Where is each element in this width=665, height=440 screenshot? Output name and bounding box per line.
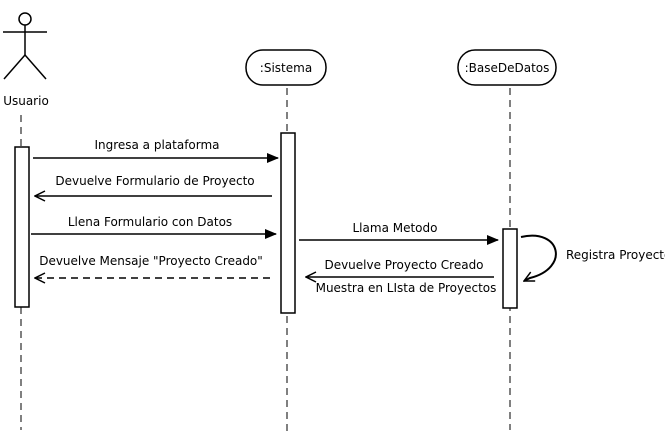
actor-head — [18, 12, 32, 26]
sistema-participant: :Sistema — [245, 49, 327, 86]
usuario-actor: Usuario — [3, 12, 49, 108]
devuelve-mensaje-label: Devuelve Mensaje "Proyecto Creado" — [39, 254, 263, 268]
actor-label-usuario: Usuario — [3, 94, 49, 108]
llama-metodo-label: Llama Metodo — [353, 221, 438, 235]
actor-right-leg — [24, 54, 47, 80]
sistema-activation-bar — [280, 132, 296, 314]
devuelve-formulario-label: Devuelve Formulario de Proyecto — [55, 174, 254, 188]
usuario-activation-bar — [14, 146, 30, 308]
sistema-label: :Sistema — [260, 61, 312, 75]
muestra-lista-label: Muestra en LIsta de Proyectos — [316, 281, 497, 295]
actor-left-leg — [3, 54, 26, 80]
basededatos-activation-bar — [502, 228, 518, 309]
devuelve-proyecto-label: Devuelve Proyecto Creado — [324, 258, 483, 272]
ingresa-label: Ingresa a plataforma — [94, 138, 219, 152]
llena-formulario-label: Llena Formulario con Datos — [68, 215, 232, 229]
registra-proyecto-arrow — [520, 234, 557, 282]
registra-proyecto-label: Registra Proyecto — [566, 248, 665, 262]
basededatos-participant: :BaseDeDatos — [457, 49, 557, 86]
sistema-box — [245, 49, 327, 86]
basededatos-box — [457, 49, 557, 86]
basededatos-label: :BaseDeDatos — [465, 61, 550, 75]
